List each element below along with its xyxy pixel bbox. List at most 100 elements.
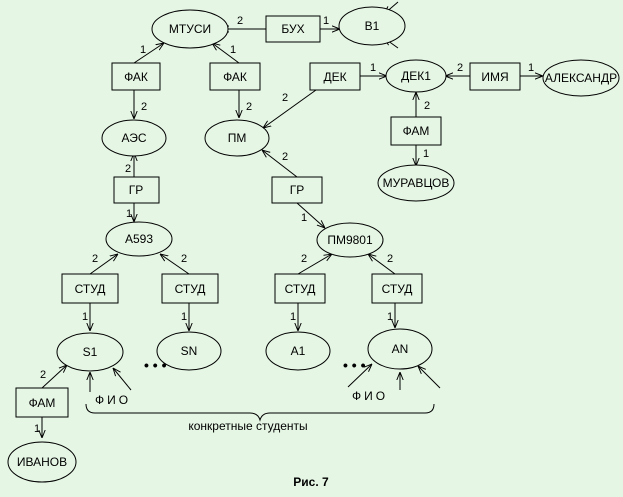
node-aes: АЭС [101,119,167,157]
edge-label: 2 [181,253,187,265]
node-aes-label: АЭС [121,131,146,145]
node-dek: ДЕК [309,62,361,91]
fio-label-left: ФИО [95,393,131,407]
edge-label: 1 [34,423,40,435]
node-stud-1-label: СТУД [75,282,106,296]
edge-label: 2 [457,62,463,74]
edge-dek-pm [263,89,317,128]
node-ivanov: ИВАНОВ [7,441,77,483]
edge-label: 1 [323,15,329,27]
node-gr-left-label: ГР [129,183,144,197]
node-fam-left-label: ФАМ [29,396,56,410]
node-gr-left: ГР [113,176,160,204]
edge-label: 1 [528,62,534,74]
node-fam-left: ФАМ [15,387,69,418]
edge-fakr-mtusi [212,43,240,64]
edge-label: 1 [387,311,393,323]
ellipsis-left: • • • [144,357,167,373]
node-stud-2-label: СТУД [175,282,206,296]
node-s1-label: S1 [83,345,98,359]
node-pm-label: ПМ [228,131,247,145]
edge-label: 2 [282,151,288,163]
node-mtusi: МТУСИ [151,9,229,49]
edge-label: 1 [140,44,146,56]
edge-label: 1 [423,148,429,160]
node-gr-right-label: ГР [290,183,305,197]
annotations: • • • • • • ФИО ФИО конкретные студенты … [85,357,435,489]
edge-label: 1 [370,62,376,74]
edge-labels: 2 1 1 1 2 2 1 2 2 1 2 1 2 1 2 1 2 2 1 1 … [34,15,534,435]
edge-stud2-a593 [160,254,190,275]
edge-stud1-a593 [89,254,118,275]
edge-label: 2 [141,101,147,113]
ellipsis-right: • • • [343,357,366,373]
node-an-label: AN [392,342,409,356]
node-a1-label: A1 [291,344,306,358]
edge-label: 1 [230,44,236,56]
node-fak-left: ФАК [111,62,161,91]
edge-label: 2 [246,101,252,113]
edge-label: 1 [82,311,88,323]
edge-label: 1 [301,212,307,224]
node-stud-4-label: СТУД [382,282,413,296]
edge-label: 1 [181,311,187,323]
node-fam-right: ФАМ [390,116,442,146]
node-s1: S1 [56,332,124,372]
edge-label: 2 [125,163,131,175]
edge-label: 1 [126,208,132,220]
node-dek1-label: ДЕК1 [401,69,431,83]
node-a593-label: А593 [125,232,153,246]
node-stud-3: СТУД [274,273,326,304]
brace [85,403,435,422]
edge-fio-s1-right [113,368,132,391]
node-dek-label: ДЕК [323,70,346,84]
edge-label: 2 [424,100,430,112]
edge-label: 2 [237,15,243,27]
node-fak-right: ФАК [209,62,261,91]
node-stud-3-label: СТУД [285,282,316,296]
edge-label: 2 [387,253,393,265]
node-pm9801: ПМ9801 [316,222,384,258]
node-imya-label: ИМЯ [481,70,508,84]
node-fam-right-label: ФАМ [403,124,430,138]
edge-label: 2 [282,92,288,104]
edge-faml-s1 [41,365,67,389]
node-v1: В1 [338,6,406,46]
node-buh-label: БУХ [281,22,304,36]
edge-label: 1 [290,311,296,323]
node-an: AN [367,328,433,370]
node-buh: БУХ [265,15,321,43]
node-dek1: ДЕК1 [385,59,447,93]
node-mtusi-label: МТУСИ [169,22,211,36]
node-a593: А593 [105,221,173,257]
node-stud-4: СТУД [371,273,423,304]
node-gr-right: ГР [271,176,323,204]
edge-fakl-mtusi [133,43,164,64]
node-muravtsov-label: МУРАВЦОВ [383,176,450,190]
node-imya: ИМЯ [469,62,521,91]
node-v1-label: В1 [365,19,380,33]
node-ivanov-label: ИВАНОВ [17,455,67,469]
edge-label: 2 [40,369,46,381]
edge-stud3-pm9801 [297,254,332,275]
edge-grr-pm9801 [296,202,325,228]
node-a1: A1 [265,331,331,371]
nodes: МТУСИ В1 ДЕК1 АЛЕКСАНДР АЭС ПМ МУРАВЦОВ [7,6,620,483]
node-sn: SN [156,331,222,371]
edge-label: 2 [92,253,98,265]
node-aleksandr: АЛЕКСАНДР [542,59,620,97]
brace-caption: конкретные студенты [188,419,307,433]
node-sn-label: SN [181,344,198,358]
edge-label: 2 [301,253,307,265]
fio-label-right: ФИО [352,389,388,403]
edge-fio-an-left [347,364,372,388]
node-stud-2: СТУД [161,273,219,304]
edge-grr-pm [262,150,298,178]
edge-fio-an-right [418,366,441,389]
edges [41,1,543,438]
node-pm: ПМ [204,119,270,157]
figure-caption: Рис. 7 [293,475,329,489]
node-fak-right-label: ФАК [223,70,247,84]
edge-stud4-pm9801 [368,254,396,275]
